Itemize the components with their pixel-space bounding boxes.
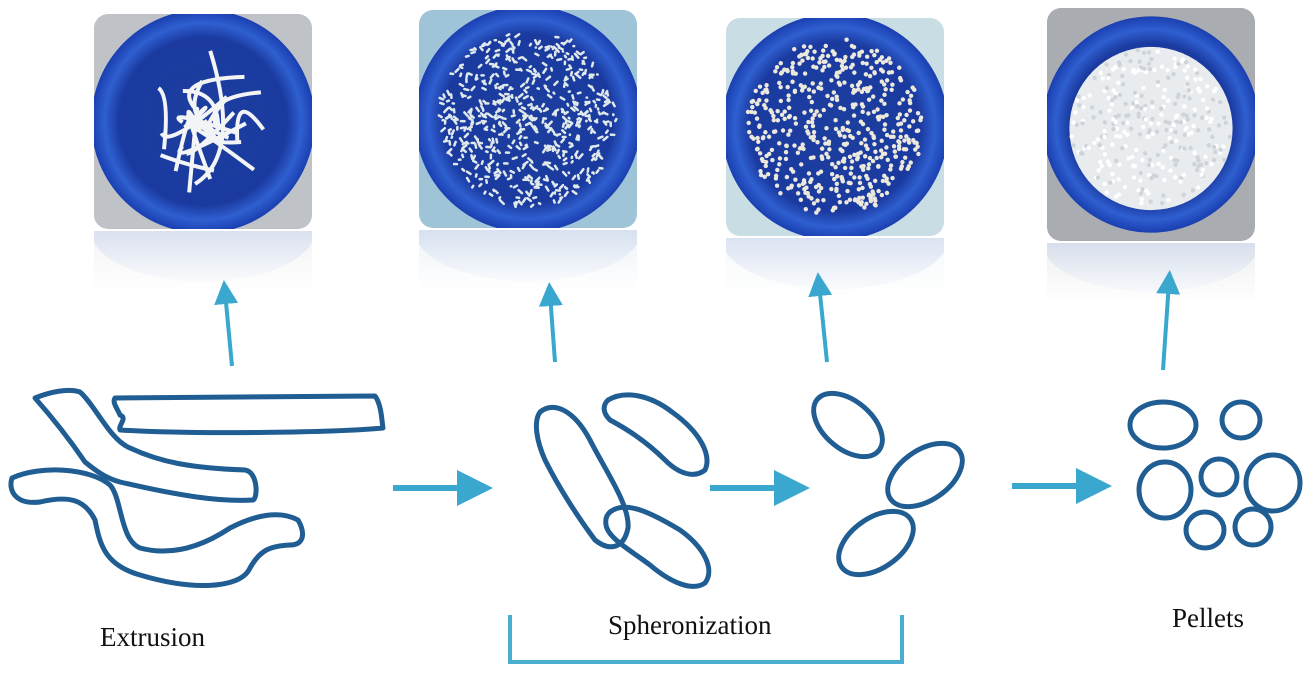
photo-extrudate-strands	[94, 14, 312, 291]
arrow-up-2	[538, 282, 563, 363]
arrow-up-3	[808, 272, 833, 363]
photo-reflection	[419, 230, 637, 290]
cut-rods-sketch	[533, 392, 712, 589]
label-pellets: Pellets	[1172, 603, 1244, 633]
photo-reflection	[94, 231, 312, 291]
photo-final-pellets	[1047, 8, 1255, 303]
rounded-granules-sketch	[811, 390, 965, 578]
label-spheronization: Spheronization	[608, 610, 772, 640]
arrow-up-4	[1156, 270, 1181, 371]
photo-reflection	[1047, 243, 1255, 303]
arrow-up-1	[214, 280, 239, 367]
extrudate-sketch	[8, 387, 386, 588]
photo-reflection	[726, 238, 944, 298]
photo-cut-rods	[419, 10, 637, 290]
spheronization-bracket	[508, 615, 904, 664]
label-extrusion: Extrusion	[100, 622, 205, 652]
photo-rounded-granules	[726, 18, 944, 298]
pellets-sketch	[1127, 399, 1303, 551]
